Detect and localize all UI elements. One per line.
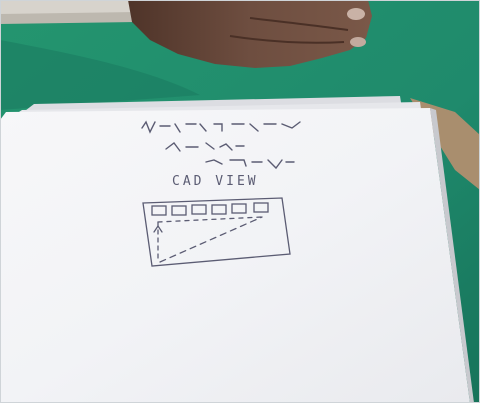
handwriting: [141, 120, 301, 170]
paper-shadow-edge: [430, 108, 474, 403]
fingernail: [347, 8, 365, 20]
finger-line: [229, 35, 345, 44]
note-line-cad-view: CAD VIEW: [172, 174, 259, 189]
finger-line: [249, 17, 349, 31]
hand: [128, 0, 372, 68]
tablecloth-fold: [0, 40, 200, 110]
sleeve-shadow: [0, 12, 140, 24]
paper-sheet-front: [0, 108, 470, 403]
fingernail: [350, 37, 366, 47]
sketch-diagram: [142, 197, 291, 267]
